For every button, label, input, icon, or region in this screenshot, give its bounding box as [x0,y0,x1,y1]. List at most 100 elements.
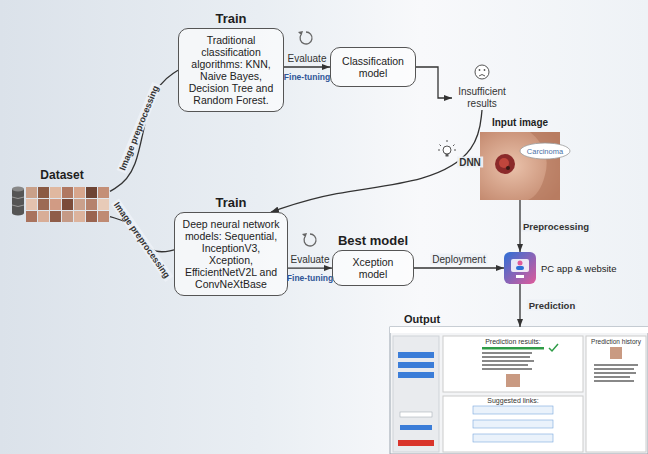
thumbnail [50,187,61,198]
thumbnail [98,187,109,198]
app-figure-body [516,266,524,270]
screen-heading: Prediction history [591,338,641,345]
box-heading: Train [172,194,290,212]
result-text: Insufficient results [452,86,512,110]
face-mouth [479,75,485,77]
output-node: Output [390,312,648,454]
box-text: Traditional classification algorithms: K… [183,34,279,106]
input-photo [480,132,570,200]
result-note: Insufficient results [452,86,512,110]
input-image-node: Input image [478,116,562,200]
thumbnail [50,211,61,222]
connector-label: Evaluate [286,53,329,64]
callout-label: Carcinoma [527,147,563,156]
history-line [594,372,636,374]
result-line [482,352,532,354]
lesion-crust [506,166,510,170]
connector-arrow [416,67,452,98]
connector-arrow [271,110,482,212]
result-line [482,347,544,350]
thumbnail [38,199,49,210]
history-thumbnail [610,347,622,359]
screen-heading: Suggested links: [487,397,538,404]
connector-arrow [414,267,504,268]
database-rings [12,197,24,207]
app-screenshot [390,327,648,454]
rounded-box: Classification model [330,47,416,87]
database-bottom [12,211,24,216]
database-icon [12,187,24,216]
thumbnail [98,199,109,210]
face-eye [479,69,481,71]
cycle-icon [298,31,312,44]
result-line [482,360,534,362]
thumbnail [50,199,61,210]
process-box: Best modelXception model [332,232,414,286]
output-heading: Output [390,312,648,327]
result-line [482,356,530,358]
connector-arrow [110,70,178,191]
screenshot-area [390,327,648,454]
dataset-title: Dataset [12,168,112,183]
connector-label: Deployment [430,254,487,265]
thumbnail [74,211,85,222]
connector-arrow [288,267,332,268]
bulb-rays [438,140,456,150]
thumbnail [86,199,97,210]
thumbnail [62,187,73,198]
check-mark [549,344,558,351]
connector-arrow [284,66,330,67]
results-panel [443,336,583,392]
box-heading: Best model [332,232,414,250]
sad-face-icon [475,65,489,79]
process-box: TrainDeep neural network models: Sequent… [172,194,290,296]
connector-label: Evaluate [289,254,332,265]
cycle-head [298,31,303,36]
thumbnail [26,187,37,198]
photo-area [480,132,560,200]
link-box [473,420,553,428]
thumbnail [38,211,49,222]
rounded-box: Traditional classification algorithms: K… [178,28,284,112]
app-tile [504,252,536,284]
history-line [594,376,630,378]
ear-shape [528,132,560,200]
thumbnail [74,199,85,210]
bulb-base [446,154,449,157]
thumbnail [38,187,49,198]
box-heading: Train [176,10,286,28]
rounded-box: Deep neural network models: Sequential, … [174,212,288,296]
face-outline [475,65,489,79]
lightbulb-icon [438,140,456,157]
app-icon [504,252,536,284]
history-line [594,368,634,370]
history-line [594,380,634,382]
database-body [12,189,24,213]
cycle-icon [302,233,316,246]
side-panel [393,336,439,452]
lesion [495,154,515,174]
fine-tuning-label: Fine-tuning [284,72,330,82]
app-text: PC app & website [541,263,617,274]
bulb [443,146,451,154]
process-box: TrainTraditional classification algorith… [176,10,286,112]
connector-label: Preprocessing [521,221,591,232]
dropdown [400,412,432,417]
callout-bubble [520,143,570,159]
database-top [12,187,24,192]
cycle-head [302,233,307,238]
result-line [482,368,532,370]
connector-arrow [519,284,520,327]
skin-photo [480,132,560,200]
button [398,372,434,378]
fine-tuning-label: Fine-tuning [287,273,333,283]
app-screen [511,259,529,272]
app-stand [516,275,524,278]
app-figure [518,261,523,266]
dataset-node: Dataset [12,168,112,222]
dropdown [400,425,432,430]
process-box: Classification model [330,47,416,87]
connectors [110,67,520,327]
box-text: Classification model [335,55,411,79]
button [398,352,434,358]
